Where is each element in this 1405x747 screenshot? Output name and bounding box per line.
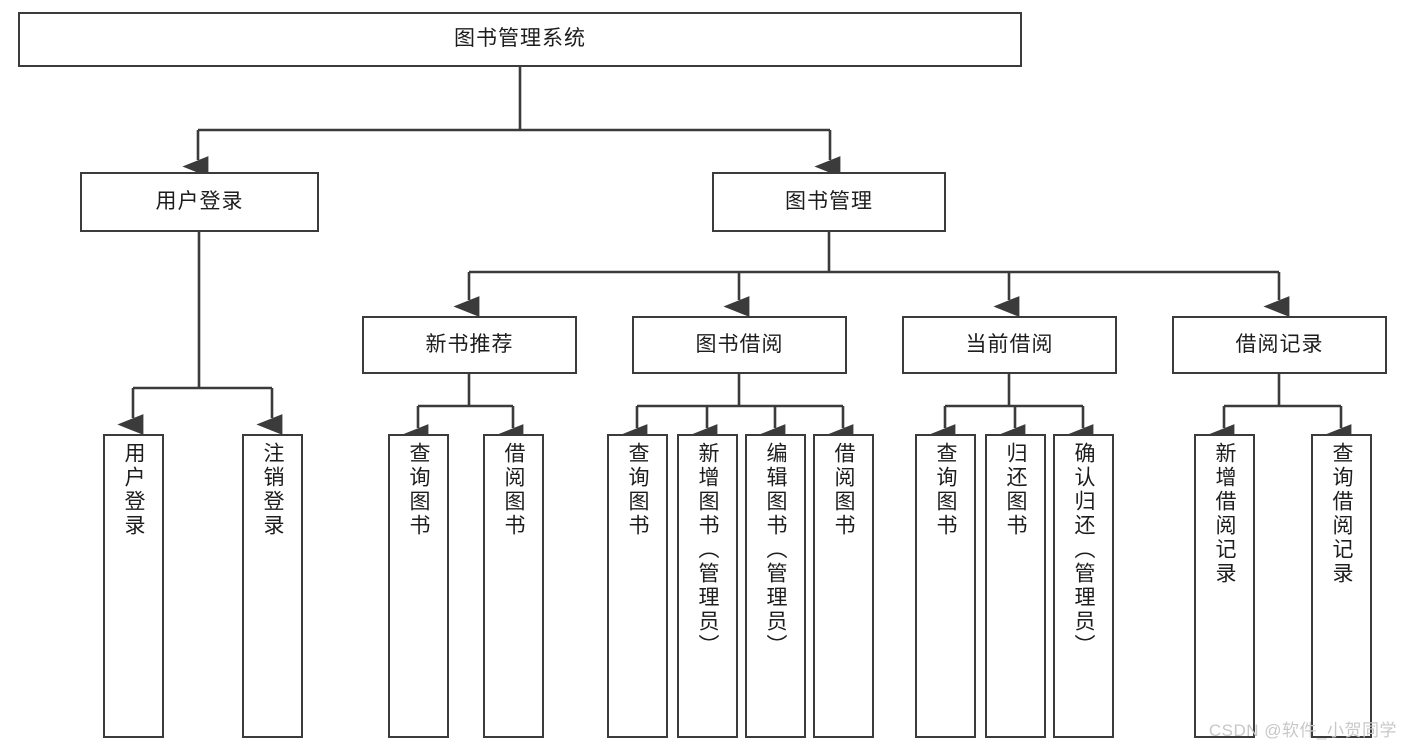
leaf-borrow-book-2[interactable]: 借阅图书 bbox=[813, 434, 874, 738]
node-label: 编辑图书（管理员） bbox=[764, 442, 788, 658]
node-label: 查询借阅记录 bbox=[1330, 442, 1354, 586]
node-label: 确认归还（管理员） bbox=[1072, 442, 1096, 658]
leaf-query-record[interactable]: 查询借阅记录 bbox=[1311, 434, 1372, 738]
node-label: 新增图书（管理员） bbox=[696, 442, 720, 658]
node-new-book-recommend[interactable]: 新书推荐 bbox=[362, 316, 577, 374]
node-label: 查询图书 bbox=[626, 442, 650, 538]
node-label: 注销登录 bbox=[261, 442, 285, 538]
node-borrow-record[interactable]: 借阅记录 bbox=[1172, 316, 1387, 374]
leaf-query-book-2[interactable]: 查询图书 bbox=[607, 434, 668, 738]
node-label: 借阅图书 bbox=[832, 442, 856, 538]
node-label: 图书借阅 bbox=[695, 332, 784, 356]
leaf-user-login[interactable]: 用户登录 bbox=[103, 434, 164, 738]
leaf-return-book[interactable]: 归还图书 bbox=[985, 434, 1046, 738]
node-label: 查询图书 bbox=[934, 442, 958, 538]
node-label: 图书管理 bbox=[785, 189, 873, 213]
node-user-login[interactable]: 用户登录 bbox=[80, 172, 319, 232]
leaf-add-book[interactable]: 新增图书（管理员） bbox=[677, 434, 738, 738]
node-book-manage[interactable]: 图书管理 bbox=[712, 172, 946, 232]
node-label: 查询图书 bbox=[407, 442, 431, 538]
leaf-edit-book[interactable]: 编辑图书（管理员） bbox=[745, 434, 806, 738]
node-label: 图书管理系统 bbox=[454, 27, 586, 51]
leaf-query-book-3[interactable]: 查询图书 bbox=[915, 434, 976, 738]
node-current-borrow[interactable]: 当前借阅 bbox=[902, 316, 1117, 374]
leaf-add-record[interactable]: 新增借阅记录 bbox=[1194, 434, 1255, 738]
leaf-confirm-return[interactable]: 确认归还（管理员） bbox=[1053, 434, 1114, 738]
node-label: 借阅记录 bbox=[1235, 332, 1324, 356]
node-label: 用户登录 bbox=[122, 442, 146, 538]
node-label: 新增借阅记录 bbox=[1213, 442, 1237, 586]
node-label: 当前借阅 bbox=[965, 332, 1054, 356]
leaf-query-book-1[interactable]: 查询图书 bbox=[388, 434, 449, 738]
node-label: 新书推荐 bbox=[425, 332, 514, 356]
node-root[interactable]: 图书管理系统 bbox=[18, 12, 1022, 67]
watermark: CSDN @软件_小贺同学 bbox=[1208, 721, 1397, 740]
node-label: 归还图书 bbox=[1004, 442, 1028, 538]
node-label: 借阅图书 bbox=[502, 442, 526, 538]
leaf-borrow-book-1[interactable]: 借阅图书 bbox=[483, 434, 544, 738]
leaf-logout[interactable]: 注销登录 bbox=[242, 434, 303, 738]
node-book-borrow[interactable]: 图书借阅 bbox=[632, 316, 847, 374]
node-label: 用户登录 bbox=[155, 189, 244, 213]
